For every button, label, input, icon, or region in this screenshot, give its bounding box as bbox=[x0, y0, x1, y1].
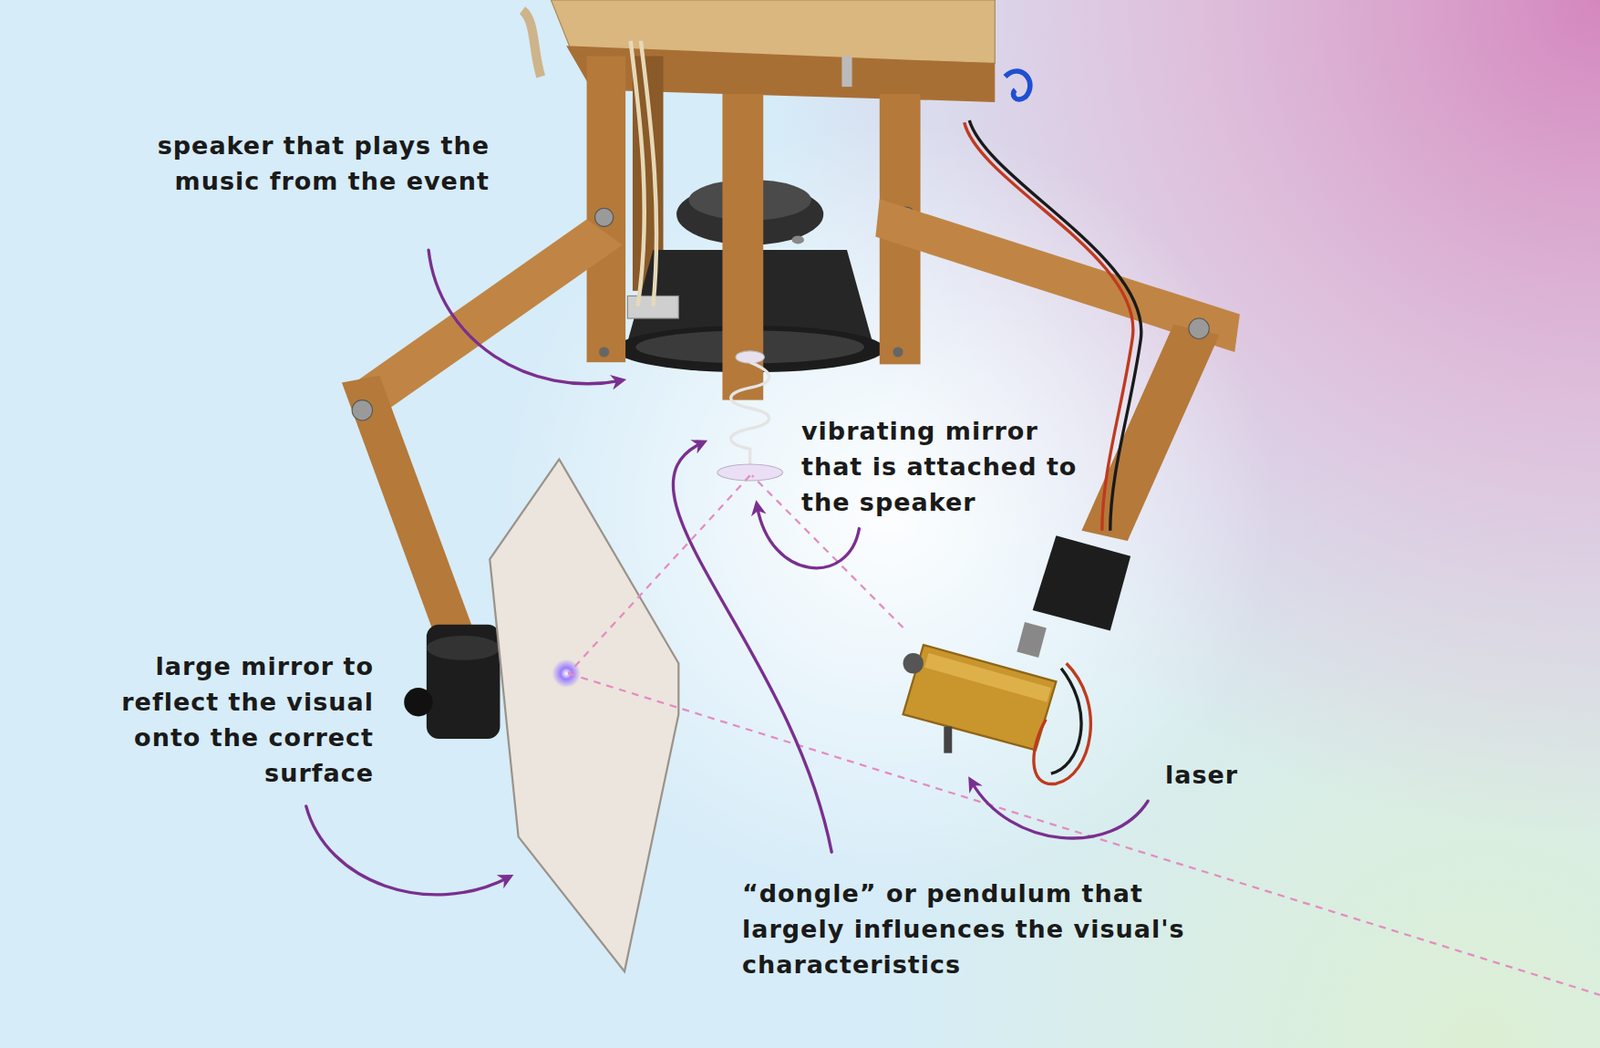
dongle-pendulum bbox=[717, 350, 784, 481]
speaker bbox=[640, 41, 657, 307]
laser-beam bbox=[567, 474, 1600, 994]
left-arm bbox=[426, 624, 501, 739]
right-arm bbox=[875, 120, 1240, 785]
right-arm bbox=[903, 644, 1057, 750]
callout-label: large mirror to reflect the visual onto … bbox=[61, 648, 374, 791]
speaker bbox=[630, 41, 645, 307]
left-arm bbox=[347, 219, 623, 414]
callout-label: speaker that plays the music from the ev… bbox=[154, 127, 490, 199]
callout-label: “dongle” or pendulum that largely influe… bbox=[742, 875, 1198, 982]
leader-arrow bbox=[971, 781, 1149, 838]
right-arm bbox=[924, 652, 1052, 702]
top-platform bbox=[522, 10, 541, 77]
dongle-pendulum bbox=[731, 361, 770, 467]
left-arm bbox=[403, 687, 433, 716]
right-arm bbox=[903, 652, 924, 673]
callout-label: laser bbox=[1165, 756, 1311, 793]
laser-beam bbox=[567, 474, 750, 673]
callout-label: vibrating mirror that is attached to the… bbox=[801, 412, 1098, 520]
wooden-frame bbox=[598, 346, 610, 357]
leader-arrow bbox=[306, 805, 509, 895]
right-arm bbox=[1033, 662, 1091, 784]
right-arm bbox=[943, 726, 952, 754]
right-arm bbox=[1051, 668, 1082, 774]
laser-beam bbox=[567, 672, 1600, 994]
leader-arrow bbox=[306, 249, 1148, 895]
wooden-frame bbox=[892, 346, 903, 357]
large-mirror bbox=[489, 458, 679, 971]
wooden-frame bbox=[595, 207, 614, 227]
dongle-pendulum bbox=[735, 350, 764, 363]
left-arm bbox=[426, 635, 501, 661]
leader-arrow bbox=[428, 249, 620, 384]
left-arm bbox=[341, 375, 472, 633]
large-mirror bbox=[489, 458, 679, 971]
left-arm bbox=[351, 400, 372, 421]
wooden-frame bbox=[587, 56, 627, 363]
right-arm bbox=[1016, 621, 1046, 658]
speaker bbox=[792, 235, 805, 244]
dongle-pendulum bbox=[717, 464, 784, 481]
wooden-frame bbox=[587, 56, 921, 401]
right-arm bbox=[1032, 535, 1131, 630]
right-arm bbox=[1188, 318, 1209, 339]
top-platform bbox=[841, 56, 852, 88]
top-platform bbox=[1004, 71, 1030, 100]
